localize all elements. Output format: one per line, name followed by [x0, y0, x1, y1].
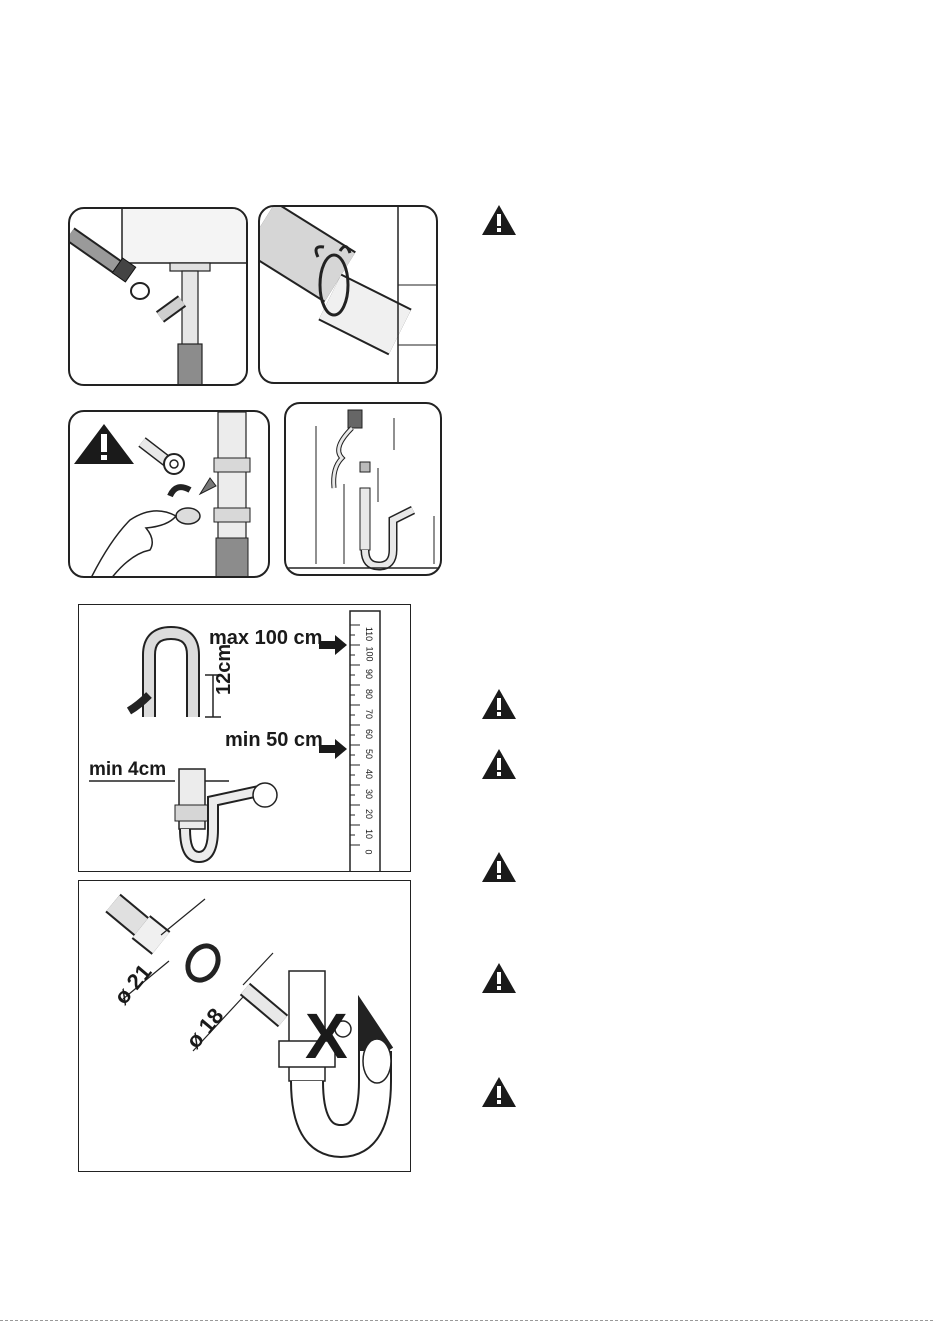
- label-min-pipe: min 4cm: [89, 759, 166, 781]
- label-hose-bend-height: 12cm: [213, 644, 236, 695]
- label-min-height: min 50 cm: [225, 729, 323, 752]
- warning-triangle-icon: [481, 688, 517, 720]
- scale-tick-label: 40: [364, 769, 374, 779]
- siphon-diameters-drawing: [79, 881, 411, 1172]
- page-bottom-edge: [0, 1320, 933, 1321]
- label-wrong-connection-cross: X: [305, 999, 348, 1073]
- scale-tick-label: 100: [365, 646, 375, 661]
- diagram-hose-height: max 100 cm 12cm min 50 cm min 4cm 110 10…: [78, 604, 411, 872]
- scale-tick-label: 0: [364, 849, 374, 854]
- clamp-closeup-drawing: [260, 207, 438, 384]
- illustration-filter-cleaning: [68, 410, 270, 578]
- scale-tick-label: 70: [364, 709, 374, 719]
- warning-triangle-icon: [481, 851, 517, 883]
- scale-tick-label: 50: [364, 749, 374, 759]
- illustration-clamp-closeup: [258, 205, 438, 384]
- scale-tick-label: 30: [364, 789, 374, 799]
- illustration-installation-heights: [284, 402, 442, 576]
- scale-tick-label: 80: [364, 689, 374, 699]
- installation-heights-drawing: [286, 404, 442, 576]
- scale-tick-label: 110: [364, 627, 374, 641]
- diagram-siphon-diameters: ø 21 ø 18 X: [78, 880, 411, 1172]
- warning-triangle-icon: [74, 424, 134, 464]
- scale-tick-label: 90: [364, 669, 374, 679]
- scale-tick-label: 20: [364, 809, 374, 819]
- warning-triangle-icon: [481, 962, 517, 994]
- illustration-hose-to-drain: [68, 207, 248, 386]
- warning-triangle-icon: [481, 748, 517, 780]
- scale-tick-label: 60: [364, 729, 374, 739]
- filter-cleaning-drawing: [70, 412, 270, 578]
- warning-triangle-icon: [481, 204, 517, 236]
- warning-triangle-icon: [481, 1076, 517, 1108]
- hose-to-drain-drawing: [70, 209, 248, 386]
- scale-tick-label: 10: [364, 829, 374, 839]
